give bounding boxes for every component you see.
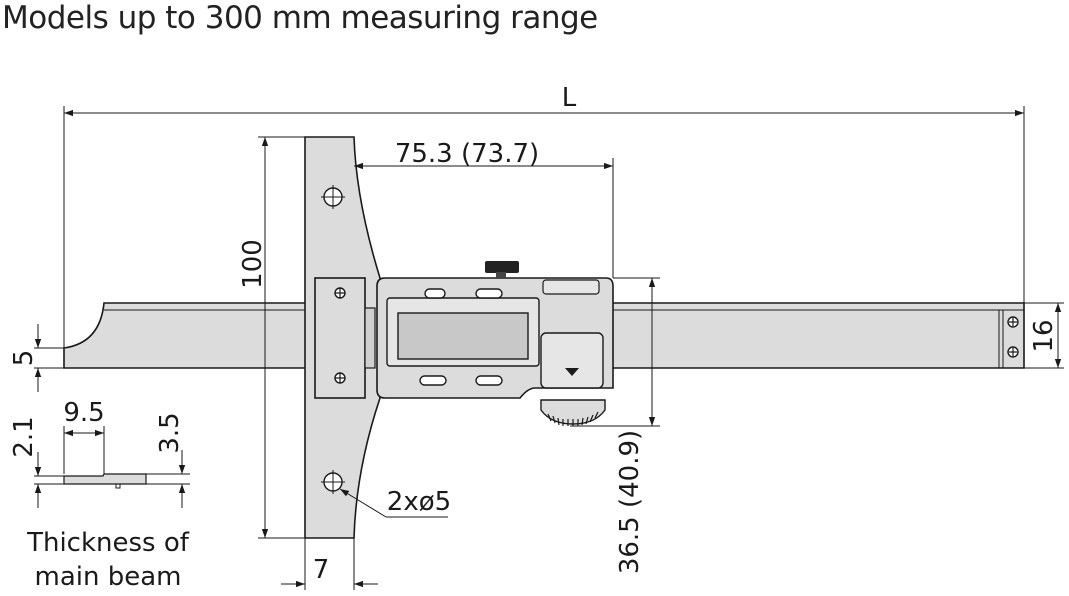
mounting-hole-icon	[321, 185, 345, 209]
base-screw-icon	[334, 287, 346, 299]
measuring-base	[304, 136, 381, 539]
base-height-label: 100	[238, 239, 268, 289]
arrow-down-icon	[565, 368, 579, 376]
beam-height-label: 16	[1029, 319, 1059, 352]
base-screw-icon	[334, 372, 346, 384]
length-label: L	[562, 83, 577, 113]
mounting-hole-icon	[321, 470, 345, 494]
fine-adjust-wheel-icon	[540, 399, 606, 426]
dimension-lines	[34, 106, 1064, 590]
section-thickness-label: 3.5	[155, 412, 185, 453]
section-width-label: 9.5	[63, 398, 104, 428]
offset-label: 75.3 (73.7)	[395, 139, 539, 169]
beam-section-detail	[34, 426, 190, 508]
display-unit	[376, 261, 614, 426]
beam-end-label: 5	[9, 350, 39, 367]
section-caption-line2: main beam	[35, 562, 182, 592]
beam-end-screw-icon	[1007, 346, 1019, 358]
display-offset-label: 36.5 (40.9)	[615, 430, 645, 574]
beam-end-screw-icon	[1007, 316, 1019, 328]
button-icon	[419, 288, 503, 386]
hole-label: 2xø5	[387, 487, 451, 517]
section-caption-line1: Thickness of	[26, 528, 190, 558]
thumb-roller-icon	[485, 261, 519, 278]
section-total-label: 2.1	[9, 416, 39, 457]
page-title: Models up to 300 mm measuring range	[2, 0, 598, 36]
base-thickness-label: 7	[313, 555, 330, 585]
